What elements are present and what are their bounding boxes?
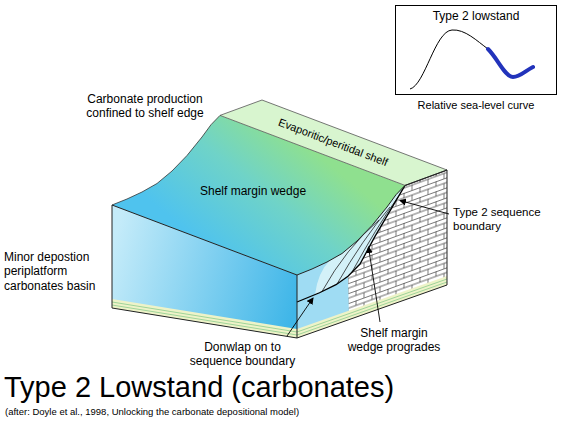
leader-line bbox=[400, 201, 449, 215]
diagram-caption: (after: Doyle et al., 1998, Unlocking th… bbox=[5, 406, 299, 417]
front-profile bbox=[297, 170, 447, 275]
basin-label: Minor depostion periplatform carbonates … bbox=[4, 250, 108, 293]
panel-frame: Type 2 lowstand bbox=[395, 5, 557, 95]
process-note: Carbonate production confined to shelf e… bbox=[80, 92, 210, 121]
panel-caption: Relative sea-level curve bbox=[418, 99, 535, 112]
surface-label: Shelf margin wedge bbox=[200, 184, 306, 198]
block-outline bbox=[112, 170, 447, 338]
panel-title: Type 2 lowstand bbox=[433, 9, 520, 23]
evaporitic-shelf-strip bbox=[220, 100, 447, 185]
downlap-label: Donwlap on to sequence boundary bbox=[185, 340, 300, 369]
basin-layer-lines bbox=[112, 302, 297, 335]
diagram-title: Type 2 Lowstand (carbonates) bbox=[4, 370, 394, 405]
boundary-label: Type 2 sequence boundary bbox=[453, 206, 561, 234]
inset-panel: Type 2 lowstandRelative sea-level curve bbox=[395, 5, 557, 112]
basin-layers bbox=[112, 299, 297, 338]
leader-line bbox=[287, 298, 313, 336]
sea-level-curve bbox=[410, 30, 488, 89]
lowstand-segment bbox=[488, 49, 533, 77]
leader-line bbox=[369, 247, 381, 322]
progrades-label: Shelf margin wedge progrades bbox=[345, 326, 443, 355]
